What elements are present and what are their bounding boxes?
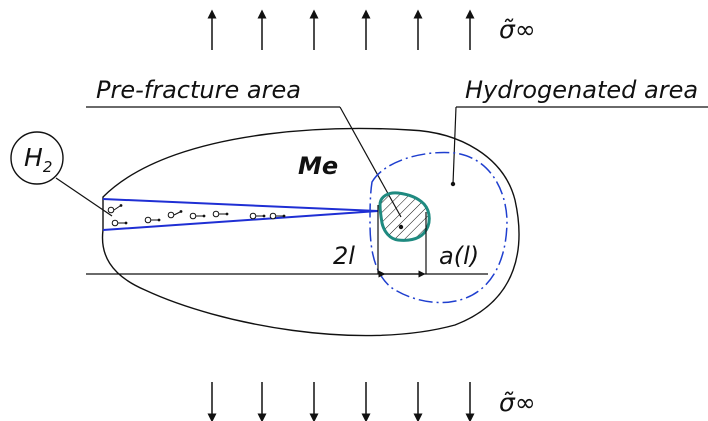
h2-leader bbox=[55, 177, 113, 217]
hydrogen-molecule-icon bbox=[212, 210, 229, 218]
metal-label: Me bbox=[298, 152, 338, 180]
hydrogen-molecule-icon bbox=[107, 204, 123, 214]
leader-end-dot bbox=[450, 181, 456, 187]
pre-fracture-region bbox=[378, 191, 431, 242]
leader-end-dot bbox=[398, 224, 404, 230]
h2-sub: 2 bbox=[43, 158, 53, 176]
crack-shape bbox=[102, 198, 379, 231]
metal-body-outline bbox=[101, 127, 520, 337]
pre-fracture-label: Pre-fracture area bbox=[96, 76, 301, 104]
top-stress-arrows bbox=[207, 9, 475, 50]
bottom-stress-arrows bbox=[207, 382, 475, 421]
h2-label: H2 bbox=[24, 143, 52, 176]
hydrogen-molecule-icon bbox=[167, 210, 183, 219]
hydrogenated-label: Hydrogenated area bbox=[465, 76, 698, 104]
length-label: 2l bbox=[333, 242, 355, 270]
h2-circle bbox=[10, 131, 64, 185]
hydrogen-molecule-icon bbox=[111, 219, 128, 227]
hydrogen-molecule-icon bbox=[269, 212, 286, 220]
molecule-group bbox=[107, 204, 286, 227]
hydrogen-molecule-icon bbox=[189, 212, 206, 220]
hydrogen-molecule-icon bbox=[144, 216, 161, 224]
radius-label: a(l) bbox=[439, 242, 479, 270]
top-stress-label: σ̃∞ bbox=[499, 15, 536, 44]
hydrogenated-leader bbox=[452, 106, 457, 185]
hydrogenated-zone bbox=[369, 151, 508, 304]
h2-main: H bbox=[24, 143, 43, 172]
bottom-stress-label: σ̃∞ bbox=[499, 388, 536, 417]
hydrogen-molecule-icon bbox=[249, 212, 266, 220]
